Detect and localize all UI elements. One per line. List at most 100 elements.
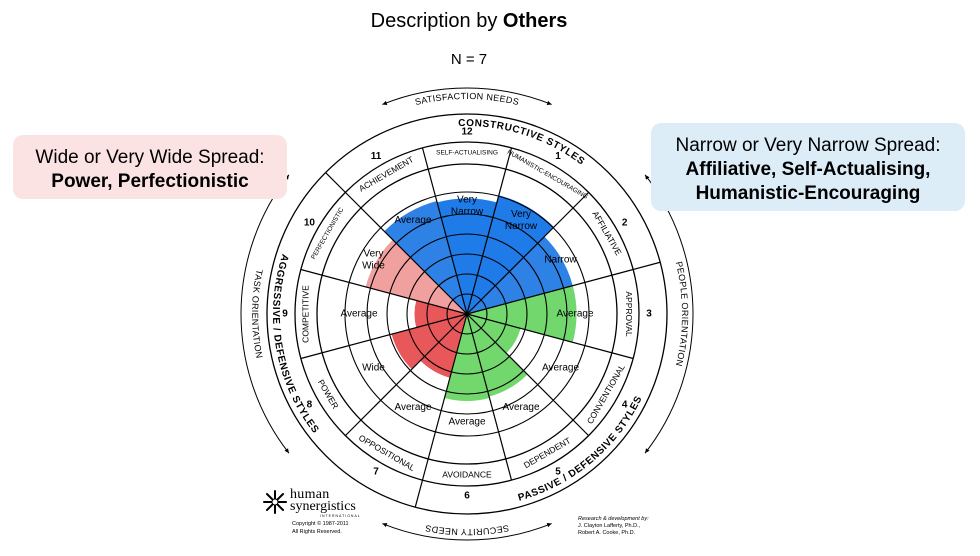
spoke-2 [466, 191, 590, 315]
style-name-avoidance: AVOIDANCE [442, 469, 492, 479]
style-name-self-actualising: SELF-ACTUALISING [436, 150, 498, 157]
style-number-12: 12 [461, 127, 473, 138]
cluster-divider-1 [632, 261, 661, 271]
spoke-3 [466, 268, 634, 315]
ring-5 [366, 213, 568, 415]
human-synergistics-logo: human synergistics INTERNATIONAL [262, 487, 402, 539]
style-number-8: 8 [307, 400, 313, 411]
label-ring-outer [294, 141, 640, 487]
wedge-avoidance [444, 314, 490, 401]
spoke-4 [466, 313, 634, 360]
style-name-competitive: COMPETITIVE [300, 285, 310, 343]
outer-label-right: PEOPLE ORIENTATION [674, 260, 690, 367]
narrow-spread-styles-2: Humanistic-Encouraging [695, 183, 921, 204]
wedge-dependent [467, 314, 528, 397]
spread-label-2: Narrow [544, 255, 577, 266]
spoke-9 [300, 313, 468, 360]
style-number-3: 3 [646, 309, 652, 320]
outer-label-top: SATISFACTION NEEDS [414, 91, 520, 107]
title-bold: Others [502, 10, 568, 32]
wedge-conventional [467, 314, 521, 354]
ring-6 [344, 191, 590, 437]
outer-label-bottom: SECURITY NEEDS [424, 523, 510, 537]
arrow-left [240, 174, 290, 454]
wedge-affiliative [467, 236, 573, 314]
percentile-rings [266, 113, 668, 515]
spread-label-11: Average [394, 215, 432, 226]
narrow-spread-callout: Narrow or Very Narrow Spread: Affiliativ… [651, 123, 965, 211]
style-number-10: 10 [304, 218, 316, 229]
spoke-8 [344, 313, 468, 437]
spoke-1 [466, 147, 513, 315]
ring-2 [426, 273, 508, 355]
spread-label-1: Narrow [505, 221, 538, 232]
arrow-top-head-2 [546, 100, 552, 105]
arrow-top [382, 87, 552, 105]
ring-3 [406, 253, 528, 375]
arrow-right-head-2 [645, 448, 650, 454]
credits-heading: Research & development by: [578, 516, 649, 522]
style-number-9: 9 [282, 309, 288, 320]
logo-word-synergistics: synergistics [290, 499, 356, 514]
wedge-approval [467, 285, 577, 343]
credits-author-2: Robert A. Cooke, Ph.D. [578, 530, 636, 536]
spread-label-12: Very [457, 195, 477, 206]
wedge-humanistic-encouraging [467, 195, 554, 314]
style-number-4: 4 [622, 400, 628, 411]
style-number-7: 7 [373, 466, 379, 477]
spoke-10 [300, 268, 468, 315]
spread-label-12: Narrow [451, 207, 484, 218]
outer-ring [266, 113, 668, 515]
spread-label-3: Average [556, 309, 594, 320]
cluster-label-aggressive: AGGRESSIVE / DEFENSIVE STYLES [270, 253, 321, 436]
wide-spread-heading: Wide or Very Wide Spread: [35, 147, 265, 168]
arrow-left-head-1 [284, 448, 289, 454]
arrow-bottom [382, 523, 552, 541]
research-credits: Research & development by: J. Clayton La… [578, 516, 649, 537]
arrow-right-head-1 [645, 174, 650, 180]
style-number-6: 6 [464, 491, 470, 502]
sample-size: N = 7 [450, 51, 488, 68]
spread-label-1: Very [511, 209, 531, 220]
spread-label-10: Very [363, 249, 383, 260]
arrow-top-head-1 [382, 100, 388, 105]
cluster-divider-3 [325, 172, 346, 193]
wedge-perfectionistic [365, 239, 467, 314]
outer-label-left: TASK ORIENTATION [250, 269, 265, 360]
narrow-spread-styles-1: Affiliative, Self-Actualising, [685, 159, 931, 180]
logo-star-icon [263, 490, 287, 514]
logo-word-human: human [290, 487, 330, 502]
spread-label-4: Average [542, 363, 580, 374]
spread-label-10: Wide [362, 261, 385, 272]
wide-spread-callout: Wide or Very Wide Spread: Power, Perfect… [13, 135, 287, 199]
spoke-7 [421, 313, 468, 481]
style-number-2: 2 [622, 218, 628, 229]
wide-spread-styles: Power, Perfectionistic [51, 171, 249, 192]
wedge-achievement [384, 200, 467, 314]
logo-word-international: INTERNATIONAL [320, 514, 361, 518]
spread-label-8: Wide [362, 363, 385, 374]
style-number-11: 11 [371, 151, 382, 162]
spoke-11 [344, 191, 468, 315]
spread-label-5: Average [502, 402, 540, 413]
cluster-divider-2 [414, 479, 424, 508]
spoke-5 [466, 313, 590, 437]
title-prefix: Description by [370, 10, 503, 32]
spread-label-6: Average [448, 417, 486, 428]
spread-label-7: Average [394, 402, 432, 413]
style-name-power: POWER [316, 378, 341, 411]
ring-1 [446, 293, 488, 335]
narrow-spread-heading: Narrow or Very Narrow Spread: [675, 135, 941, 156]
segment-spokes [300, 147, 661, 508]
style-name-approval: APPROVAL [624, 291, 634, 336]
copyright-text: Copyright © 1987-2011 [292, 521, 349, 527]
label-ring-inner [316, 163, 618, 465]
rights-text: All Rights Reserved. [292, 529, 342, 535]
ring-4 [386, 233, 548, 395]
diagram-title: Description by Others [0, 10, 938, 33]
arrow-bottom-head-2 [382, 523, 388, 528]
credits-author-1: J. Clayton Lafferty, Ph.D., [578, 523, 641, 529]
arrow-bottom-head-1 [546, 523, 552, 528]
wedge-power [391, 314, 467, 370]
